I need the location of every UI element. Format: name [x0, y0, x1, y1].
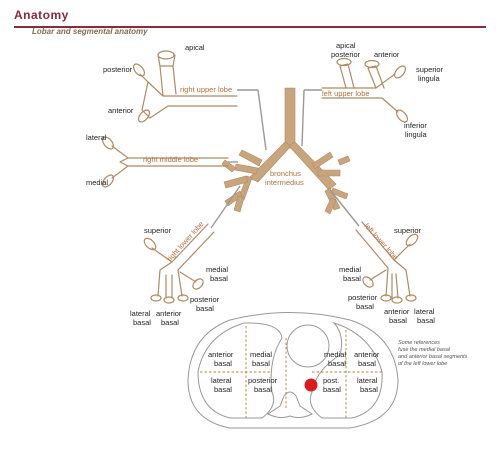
ct-label-r-lateral-basal-2: basal: [360, 385, 378, 394]
note-line-4: of the left lower lobe: [398, 361, 447, 367]
label-right-middle-lobe: right middle lobe: [143, 155, 198, 164]
label-lateral-basal-r2: basal: [133, 318, 151, 327]
ct-label-posterior-basal-2: basal: [254, 385, 272, 394]
label-medial-basal-r1: medial: [206, 265, 228, 274]
label-apical: apical: [185, 43, 205, 52]
ct-body-outline: [187, 312, 399, 429]
ct-cross-section: [187, 312, 399, 429]
ct-label-anterior-basal-1: anterior: [208, 350, 234, 359]
diagram-subtitle: Lobar and segmental anatomy: [32, 27, 148, 36]
ct-left-lung: [309, 321, 383, 419]
label-posterior-basal-r1: posterior: [190, 295, 220, 304]
trachea: [284, 87, 296, 149]
ct-label-r-anterior-basal-1: anterior: [354, 350, 380, 359]
ct-right-lung: [197, 322, 283, 419]
ct-lesion: [304, 378, 318, 392]
label-superior-right: superior: [144, 226, 172, 235]
ct-label-post-basal-1: post.: [323, 376, 339, 385]
label-posterior-basal-l1: posterior: [348, 293, 378, 302]
label-bronchus: bronchus: [270, 169, 301, 178]
label-lateral-basal-l1: lateral: [414, 307, 435, 316]
right-main-bronchus: [248, 141, 292, 183]
label-anterior-basal-l1: anterior: [384, 307, 410, 316]
label-inferior-lingula-2: lingula: [405, 130, 428, 139]
ct-label-posterior-basal-1: posterior: [248, 376, 278, 385]
right-upper-lobe-bronchus: [132, 50, 238, 123]
ct-label-lateral-basal-1: lateral: [211, 376, 232, 385]
note-line-1: Some references: [398, 340, 440, 346]
ct-label-r-lateral-basal-1: lateral: [357, 376, 378, 385]
ct-label-lateral-basal-2: basal: [214, 385, 232, 394]
left-main-bronchus: [288, 141, 337, 191]
label-medial-basal-l1: medial: [339, 265, 361, 274]
label-apical-posterior-1: apical: [336, 41, 356, 50]
section-title: Anatomy: [14, 8, 69, 22]
label-anterior: anterior: [108, 106, 134, 115]
label-inferior-lingula-1: inferior: [404, 121, 427, 130]
ct-label-anterior-basal-2: basal: [214, 359, 232, 368]
label-posterior-basal-r2: basal: [196, 304, 214, 313]
ct-label-post-basal-2: basal: [323, 385, 341, 394]
ct-label-r-anterior-basal-2: basal: [358, 359, 376, 368]
label-superior-lingula-2: lingula: [418, 74, 441, 83]
label-intermedius: intermedius: [265, 178, 304, 187]
section-header: Anatomy: [14, 6, 486, 28]
ct-label-medial-basal-1: medial: [250, 350, 272, 359]
label-lateral-basal-r1: lateral: [130, 309, 151, 318]
ct-spine: [267, 391, 313, 419]
right-lower-lobe-bronchus: [143, 223, 215, 304]
label-posterior: posterior: [103, 65, 133, 74]
note-line-2: fuse the medial basal: [398, 347, 451, 353]
ct-label-r-medial-basal-2: basal: [328, 359, 346, 368]
label-anterior-left: anterior: [374, 50, 400, 59]
label-superior-left: superior: [394, 226, 422, 235]
ct-heart: [286, 324, 330, 368]
ct-label-r-medial-basal-1: medial: [324, 350, 346, 359]
label-anterior-basal-l2: basal: [389, 316, 407, 325]
label-anterior-basal-r2: basal: [161, 318, 179, 327]
central-bronchial-tree: [221, 87, 351, 215]
label-lateral: lateral: [86, 133, 107, 142]
label-posterior-basal-l2: basal: [356, 302, 374, 311]
label-apical-posterior-2: posterior: [331, 50, 361, 59]
left-upper-lobe-bronchus: [321, 57, 409, 123]
right-middle-lobe-bronchus: [101, 136, 229, 188]
ct-label-medial-basal-2: basal: [252, 359, 270, 368]
label-medial: medial: [86, 178, 108, 187]
label-medial-basal-r2: basal: [210, 274, 228, 283]
label-superior-lingula-1: superior: [416, 65, 444, 74]
label-right-upper-lobe: right upper lobe: [180, 85, 232, 94]
label-anterior-basal-r1: anterior: [156, 309, 182, 318]
label-lateral-basal-l2: basal: [417, 316, 435, 325]
left-lower-lobe-bronchus: [355, 221, 419, 304]
label-left-upper-lobe: left upper lobe: [322, 89, 370, 98]
label-medial-basal-l2: basal: [343, 274, 361, 283]
note-line-3: and anterior basal segments: [398, 354, 468, 360]
